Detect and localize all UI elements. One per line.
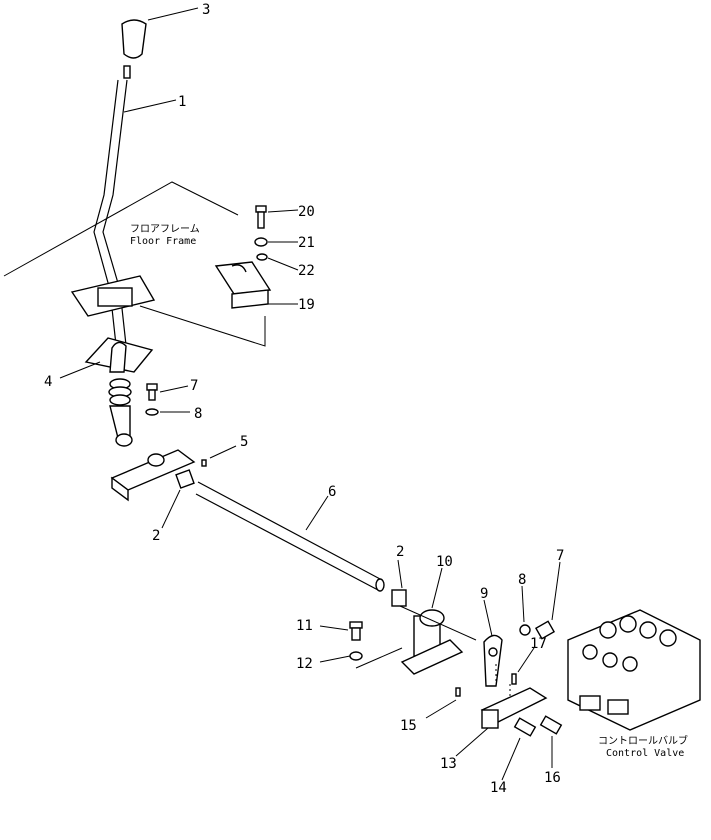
callout-21: 21 [298, 235, 315, 251]
upper-bracket [214, 205, 272, 309]
bolt-washer-lower [349, 621, 403, 669]
bushing-right [391, 589, 407, 607]
floor-frame-label-jp: フロアフレーム [130, 223, 200, 235]
component-labels: フロアフレーム Floor Frame コントロールバルブ Control Va… [130, 223, 688, 759]
bushing-left [175, 469, 195, 489]
connection-lines [399, 605, 511, 696]
callout-19: 19 [298, 297, 315, 313]
callout-14: 14 [490, 780, 507, 796]
leader-lines [59, 7, 561, 781]
lever-yoke [108, 378, 133, 447]
callout-9: 9 [480, 586, 488, 602]
callout-2-right: 2 [396, 544, 404, 560]
callout-3: 3 [202, 2, 210, 18]
floor-frame-label-en: Floor Frame [130, 236, 196, 247]
pin-lower [455, 687, 461, 697]
callout-2-left: 2 [152, 528, 160, 544]
stand [400, 609, 464, 675]
floor-plate [70, 275, 156, 317]
callout-12: 12 [296, 656, 313, 672]
callout-numbers: 3 1 4 7 8 5 2 6 20 21 22 19 2 10 11 12 9… [44, 2, 564, 796]
lever-knob [121, 19, 147, 79]
callout-5: 5 [240, 434, 248, 450]
callout-1: 1 [178, 94, 186, 110]
callout-6: 6 [328, 484, 336, 500]
control-valve [567, 609, 701, 731]
clevis [480, 687, 548, 729]
callout-10: 10 [436, 554, 453, 570]
floor-frame [3, 181, 266, 347]
callout-7-left: 7 [190, 378, 198, 394]
callout-15: 15 [400, 718, 417, 734]
lever-bracket [110, 449, 196, 502]
callout-7-right: 7 [556, 548, 564, 564]
pin [201, 459, 207, 467]
bolt-washer-left [145, 383, 159, 416]
bolt-washer-right [519, 620, 556, 640]
callout-20: 20 [298, 204, 315, 220]
control-valve-label-jp: コントロールバルブ [598, 734, 688, 747]
callout-8-left: 8 [194, 406, 202, 422]
callout-16: 16 [544, 770, 561, 786]
callout-17: 17 [530, 636, 547, 652]
arm [483, 634, 503, 687]
clevis-bolts [513, 715, 563, 737]
callout-11: 11 [296, 618, 313, 634]
callout-13: 13 [440, 756, 457, 772]
callout-22: 22 [298, 263, 315, 279]
lever-boot [84, 337, 154, 373]
control-valve-label-en: Control Valve [606, 748, 684, 759]
callout-8-right: 8 [518, 572, 526, 588]
shaft [195, 481, 385, 592]
callout-4: 4 [44, 374, 52, 390]
pin-upper [511, 673, 517, 685]
